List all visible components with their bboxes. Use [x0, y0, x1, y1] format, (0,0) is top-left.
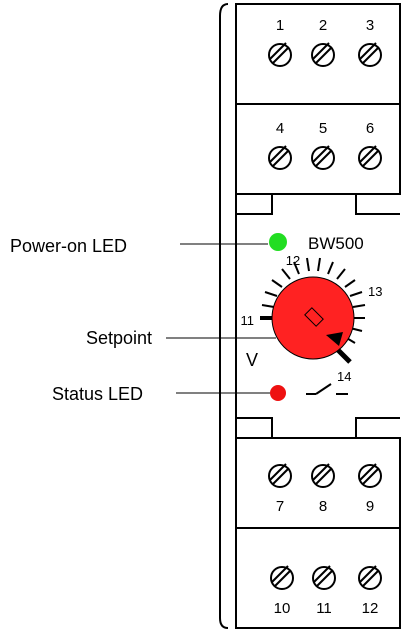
screw-icon [358, 565, 382, 590]
scale-label: 11 [241, 313, 255, 328]
terminal-number: 6 [366, 120, 374, 137]
power-led-label: Power-on LED [10, 236, 127, 256]
power-led [269, 233, 287, 251]
terminal-group-1-3: 1 2 3 [268, 17, 382, 67]
terminal-number: 5 [319, 120, 327, 137]
screw-icon [312, 565, 336, 590]
terminal-number: 4 [276, 120, 284, 137]
terminal-number: 3 [366, 17, 374, 34]
terminal-number: 12 [362, 600, 379, 617]
screw-icon [358, 145, 382, 170]
screw-icon [311, 463, 335, 488]
terminal-number: 1 [276, 17, 284, 34]
terminal-number: 7 [276, 498, 284, 515]
terminal-group-7-9: 7 8 9 [268, 463, 382, 515]
housing [219, 3, 401, 629]
screw-icon [311, 145, 335, 170]
terminal-number: 9 [366, 498, 374, 515]
screw-icon [358, 463, 382, 488]
terminal-group-4-6: 4 5 6 [268, 120, 382, 170]
dial-scale [260, 257, 366, 344]
screw-icon [311, 42, 335, 67]
contact-label: 14 [337, 369, 351, 384]
screw-icon [268, 145, 292, 170]
knob-pointer-icon [326, 332, 343, 346]
screw-icon [268, 463, 292, 488]
scale-label: 13 [368, 284, 382, 299]
terminal-number: 10 [274, 600, 291, 617]
terminal-number: 11 [316, 600, 332, 617]
max-tick [336, 348, 352, 364]
terminal-group-10-12: 10 11 12 [270, 565, 382, 617]
screw-icon [358, 42, 382, 67]
scale-label: 12 [286, 253, 300, 268]
relay-contact-icon [306, 383, 348, 395]
setpoint-knob[interactable] [271, 276, 355, 364]
terminal-number: 8 [319, 498, 327, 515]
model-name: BW500 [308, 234, 364, 253]
unit-label: V [246, 350, 258, 370]
terminal-number: 2 [319, 17, 327, 34]
screw-icon [268, 42, 292, 67]
setpoint-label: Setpoint [86, 328, 152, 348]
status-led [270, 385, 286, 401]
status-led-label: Status LED [52, 384, 143, 404]
screw-icon [270, 565, 294, 590]
